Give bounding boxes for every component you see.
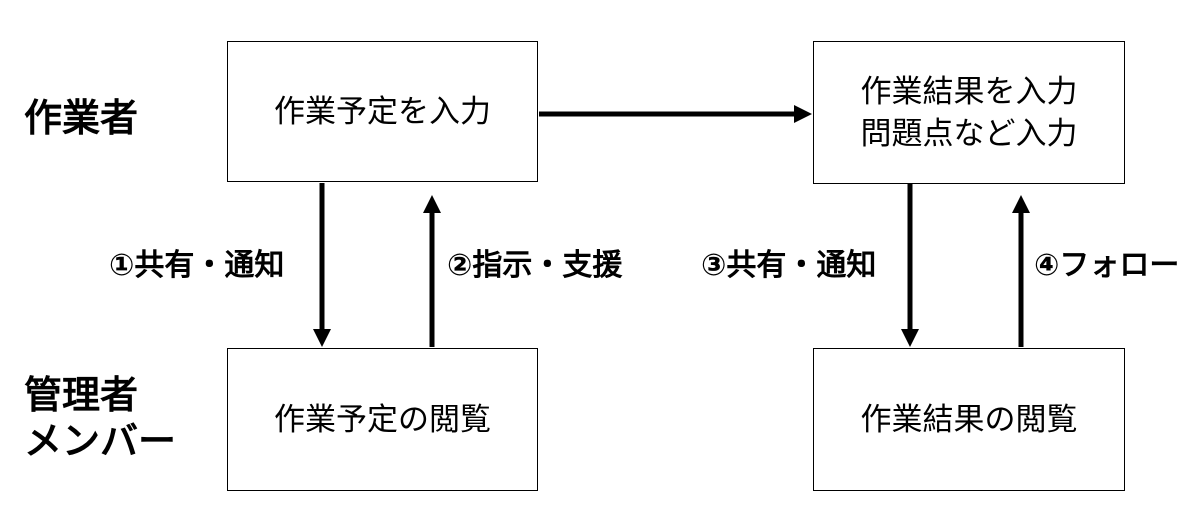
arrow-plan-to-result (539, 105, 812, 123)
role-label-manager: 管理者 メンバー (24, 372, 176, 464)
box-manager-result-text: 作業結果の閲覧 (860, 401, 1078, 438)
role-label-manager-line2: メンバー (24, 419, 177, 463)
arrow-label-step3: ③共有・通知 (701, 248, 877, 283)
box-worker-result-line2: 問題点など入力 (860, 115, 1078, 152)
arrow-instruct-support (423, 195, 441, 347)
arrow-share-notify-1 (313, 183, 331, 347)
box-worker-result: 作業結果を入力 問題点など入力 (813, 41, 1125, 184)
arrow-label-step2: ②指示・支援 (447, 248, 623, 283)
box-worker-plan: 作業予定を入力 (227, 41, 538, 182)
arrow-label-step4: ④フォロー (1034, 248, 1180, 283)
box-worker-plan-text: 作業予定を入力 (274, 93, 491, 130)
arrow-label-step1: ①共有・通知 (109, 248, 285, 283)
box-manager-plan-text: 作業予定の閲覧 (274, 401, 491, 438)
box-worker-result-line1: 作業結果を入力 (860, 73, 1078, 110)
box-manager-plan: 作業予定の閲覧 (227, 348, 538, 491)
arrow-follow (1012, 195, 1030, 347)
arrow-share-notify-2 (901, 184, 919, 347)
role-label-worker: 作業者 (24, 96, 139, 140)
box-manager-result: 作業結果の閲覧 (813, 348, 1125, 491)
role-label-manager-line1: 管理者 (24, 373, 139, 417)
